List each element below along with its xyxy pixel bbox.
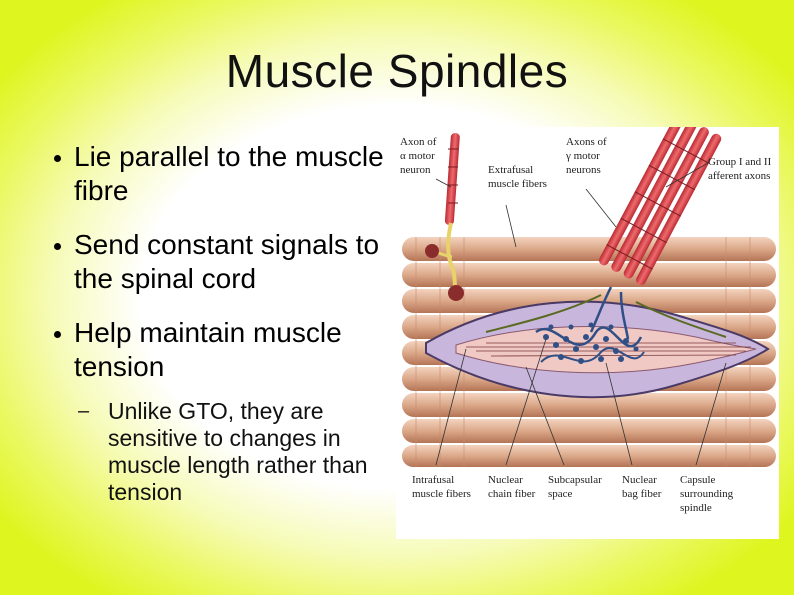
dash-icon: – (78, 400, 90, 422)
svg-text:space: space (548, 488, 573, 500)
label-axon-alpha: Axon of (400, 136, 437, 148)
svg-text:γ motor: γ motor (565, 150, 600, 162)
bullet-dot-icon (54, 243, 61, 250)
label-axons-gamma: Axons of (566, 136, 607, 148)
svg-text:neuron: neuron (400, 164, 431, 176)
bullet-item: Lie parallel to the muscle fibre (48, 140, 393, 208)
svg-text:spindle: spindle (680, 502, 712, 514)
svg-text:muscle fibers: muscle fibers (412, 488, 471, 500)
label-group-afferent: Group I and II (708, 156, 772, 168)
gamma-afferent-bundle (485, 127, 727, 340)
bullet-dot-icon (54, 331, 61, 338)
pointer-lines (435, 162, 727, 466)
label-nuclear-bag: Nuclear (622, 474, 657, 486)
label-intrafusal: Intrafusal (412, 474, 454, 486)
bullet-item: Send constant signals to the spinal cord (48, 228, 393, 296)
bullet-list: Lie parallel to the muscle fibre Send co… (48, 140, 393, 506)
svg-text:chain fiber: chain fiber (488, 488, 536, 500)
sub-bullet-text: Unlike GTO, they are sensitive to change… (108, 398, 368, 505)
bullet-item: Help maintain muscle tension (48, 316, 393, 384)
svg-text:afferent axons: afferent axons (708, 170, 770, 182)
bullet-text: Help maintain muscle tension (74, 317, 342, 382)
svg-text:bag fiber: bag fiber (622, 488, 662, 500)
label-nuclear-chain: Nuclear (488, 474, 523, 486)
alpha-motor-axon (425, 133, 464, 301)
svg-text:neurons: neurons (566, 164, 601, 176)
label-capsule: Capsule (680, 474, 716, 486)
muscle-spindle-diagram: Axon of α motor neuron Extrafusal muscle… (396, 127, 779, 539)
bullet-text: Send constant signals to the spinal cord (74, 229, 380, 294)
label-extrafusal: Extrafusal (488, 164, 533, 176)
bullet-text: Lie parallel to the muscle fibre (74, 141, 384, 206)
label-subcapsular: Subcapsular (548, 474, 602, 486)
diagram-labels: Axon of α motor neuron Extrafusal muscle… (400, 136, 772, 514)
svg-text:α motor: α motor (400, 150, 435, 162)
slide-title: Muscle Spindles (225, 45, 569, 97)
diagram-svg: Axon of α motor neuron Extrafusal muscle… (400, 127, 776, 514)
bullet-dot-icon (54, 155, 61, 162)
sub-bullet-item: – Unlike GTO, they are sensitive to chan… (78, 398, 378, 506)
svg-text:muscle fibers: muscle fibers (488, 178, 547, 190)
svg-text:surrounding: surrounding (680, 488, 734, 500)
